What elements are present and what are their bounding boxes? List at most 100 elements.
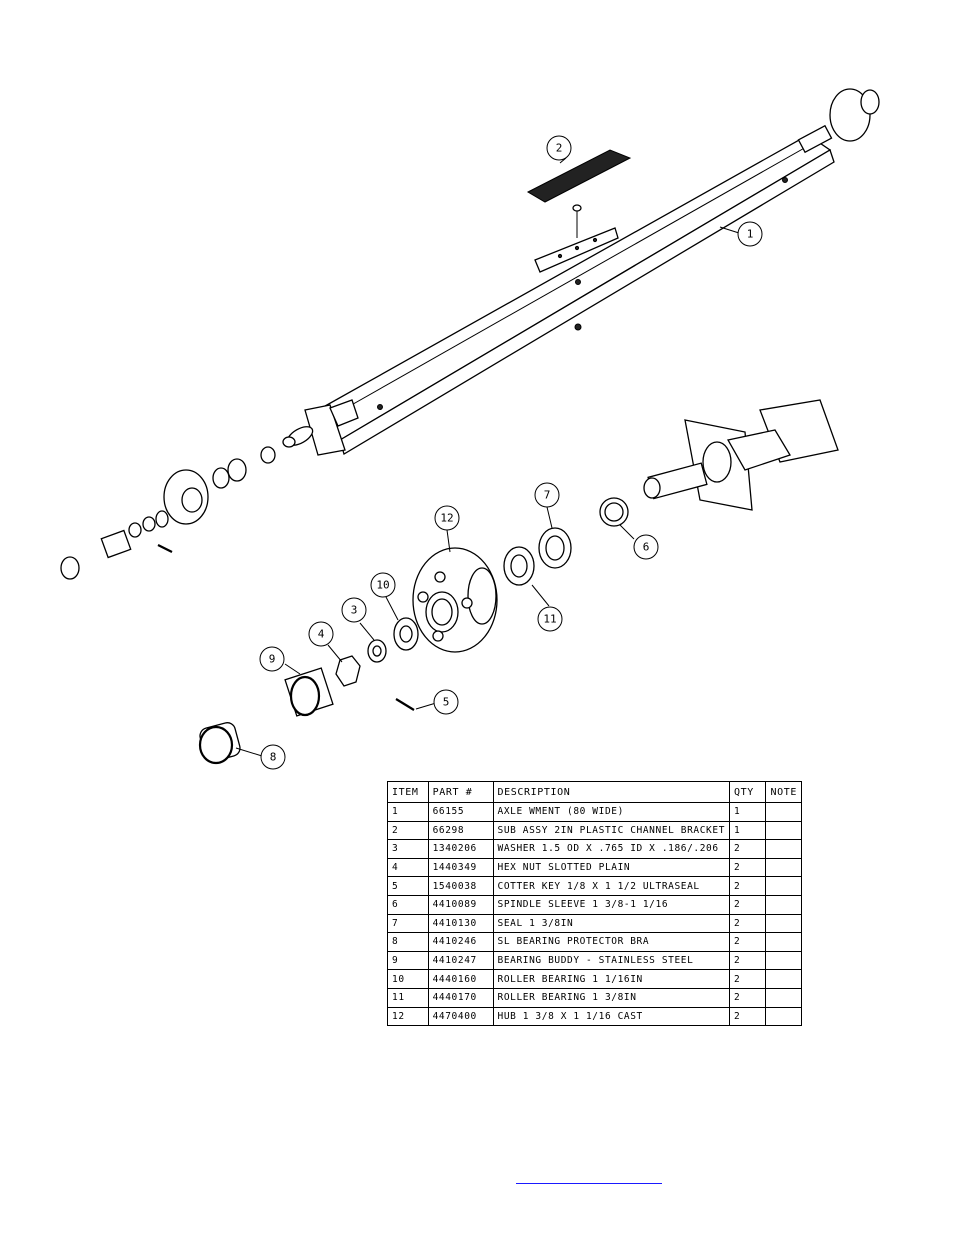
cell-part: 1540038 bbox=[427, 876, 494, 896]
callout-1: 1 bbox=[737, 221, 763, 247]
svg-text:3: 3 bbox=[351, 604, 358, 617]
cell-note bbox=[765, 1006, 802, 1027]
cell-item: 7 bbox=[387, 913, 429, 934]
cell-note bbox=[765, 932, 802, 952]
cell-note bbox=[765, 969, 802, 989]
cell-qty: 2 bbox=[729, 1006, 767, 1027]
cell-note bbox=[765, 839, 802, 859]
callout-5: 5 bbox=[433, 689, 459, 715]
header-qty: QTY bbox=[729, 781, 767, 803]
cell-part: 4440160 bbox=[427, 969, 494, 989]
cell-item: 11 bbox=[387, 987, 429, 1008]
cell-note bbox=[765, 857, 802, 878]
cell-item: 4 bbox=[387, 857, 429, 878]
cell-part: 4410130 bbox=[427, 913, 494, 934]
callout-12: 12 bbox=[434, 505, 460, 531]
bearing-buddy bbox=[284, 667, 334, 717]
cotter-key bbox=[395, 698, 415, 711]
cell-qty: 2 bbox=[729, 894, 767, 915]
left-hub-assembly bbox=[60, 446, 276, 580]
cell-note bbox=[765, 950, 802, 971]
callout-2: 2 bbox=[546, 135, 572, 161]
hub bbox=[412, 547, 498, 653]
channel-bracket bbox=[526, 149, 632, 273]
callout-8: 8 bbox=[260, 744, 286, 770]
callout-11: 11 bbox=[537, 606, 563, 632]
header-item: ITEM bbox=[387, 781, 429, 803]
cell-note bbox=[765, 894, 802, 915]
cell-item: 8 bbox=[387, 932, 429, 952]
axle-tube bbox=[282, 88, 880, 456]
svg-text:6: 6 bbox=[643, 541, 650, 554]
cell-qty: 2 bbox=[729, 969, 767, 989]
footer-link[interactable] bbox=[516, 1175, 662, 1184]
cell-qty: 1 bbox=[729, 802, 767, 822]
cell-qty: 2 bbox=[729, 857, 767, 878]
cell-desc: COTTER KEY 1/8 X 1 1/2 ULTRASEAL bbox=[492, 876, 731, 896]
leader-lines bbox=[235, 157, 740, 757]
callout-9: 9 bbox=[259, 646, 285, 672]
cell-part: 4410246 bbox=[427, 932, 494, 952]
cell-part: 1340206 bbox=[427, 839, 494, 859]
cell-desc: ROLLER BEARING 1 3/8IN bbox=[492, 987, 731, 1008]
callout-4: 4 bbox=[308, 621, 334, 647]
svg-text:4: 4 bbox=[318, 628, 325, 641]
cell-desc: WASHER 1.5 OD X .765 ID X .186/.206 bbox=[492, 839, 731, 859]
cell-item: 9 bbox=[387, 950, 429, 971]
svg-text:10: 10 bbox=[376, 579, 389, 592]
cell-desc: SEAL 1 3/8IN bbox=[492, 913, 731, 934]
callout-3: 3 bbox=[341, 597, 367, 623]
cell-desc: SUB ASSY 2IN PLASTIC CHANNEL BRACKET bbox=[492, 820, 731, 841]
cell-note bbox=[765, 802, 802, 822]
cell-part: 4440170 bbox=[427, 987, 494, 1008]
cell-qty: 2 bbox=[729, 876, 767, 896]
cell-part: 4410089 bbox=[427, 894, 494, 915]
svg-text:11: 11 bbox=[543, 613, 556, 626]
exploded-axle-diagram: 1 2 3 4 5 6 7 8 9 10 11 12 bbox=[60, 88, 880, 770]
callout-7: 7 bbox=[534, 482, 560, 508]
cell-desc: ROLLER BEARING 1 1/16IN bbox=[492, 969, 731, 989]
cell-part: 4410247 bbox=[427, 950, 494, 971]
cell-part: 4470400 bbox=[427, 1006, 494, 1027]
svg-text:8: 8 bbox=[270, 751, 277, 764]
callout-6: 6 bbox=[633, 534, 659, 560]
cell-qty: 2 bbox=[729, 950, 767, 971]
cell-item: 10 bbox=[387, 969, 429, 989]
cell-desc: SL BEARING PROTECTOR BRA bbox=[492, 932, 731, 952]
header-part: PART # bbox=[427, 781, 494, 803]
cell-qty: 1 bbox=[729, 820, 767, 841]
svg-text:1: 1 bbox=[747, 228, 754, 241]
svg-text:9: 9 bbox=[269, 653, 276, 666]
cell-qty: 2 bbox=[729, 839, 767, 859]
svg-text:12: 12 bbox=[440, 512, 453, 525]
svg-text:7: 7 bbox=[544, 489, 551, 502]
cell-qty: 2 bbox=[729, 987, 767, 1008]
cell-item: 5 bbox=[387, 876, 429, 896]
svg-text:2: 2 bbox=[556, 142, 563, 155]
cell-item: 6 bbox=[387, 894, 429, 915]
cell-note bbox=[765, 820, 802, 841]
cell-desc: HUB 1 3/8 X 1 1/16 CAST bbox=[492, 1006, 731, 1027]
header-note: NOTE bbox=[765, 781, 802, 803]
cell-desc: AXLE WMENT (80 WIDE) bbox=[492, 802, 731, 822]
table-header-row: ITEM PART # DESCRIPTION QTY NOTE bbox=[387, 781, 802, 803]
cell-note bbox=[765, 876, 802, 896]
bearing-protector bbox=[198, 722, 241, 765]
hex-nut bbox=[335, 655, 361, 687]
cell-part: 1440349 bbox=[427, 857, 494, 878]
cell-note bbox=[765, 913, 802, 934]
cell-qty: 2 bbox=[729, 932, 767, 952]
cell-item: 3 bbox=[387, 839, 429, 859]
